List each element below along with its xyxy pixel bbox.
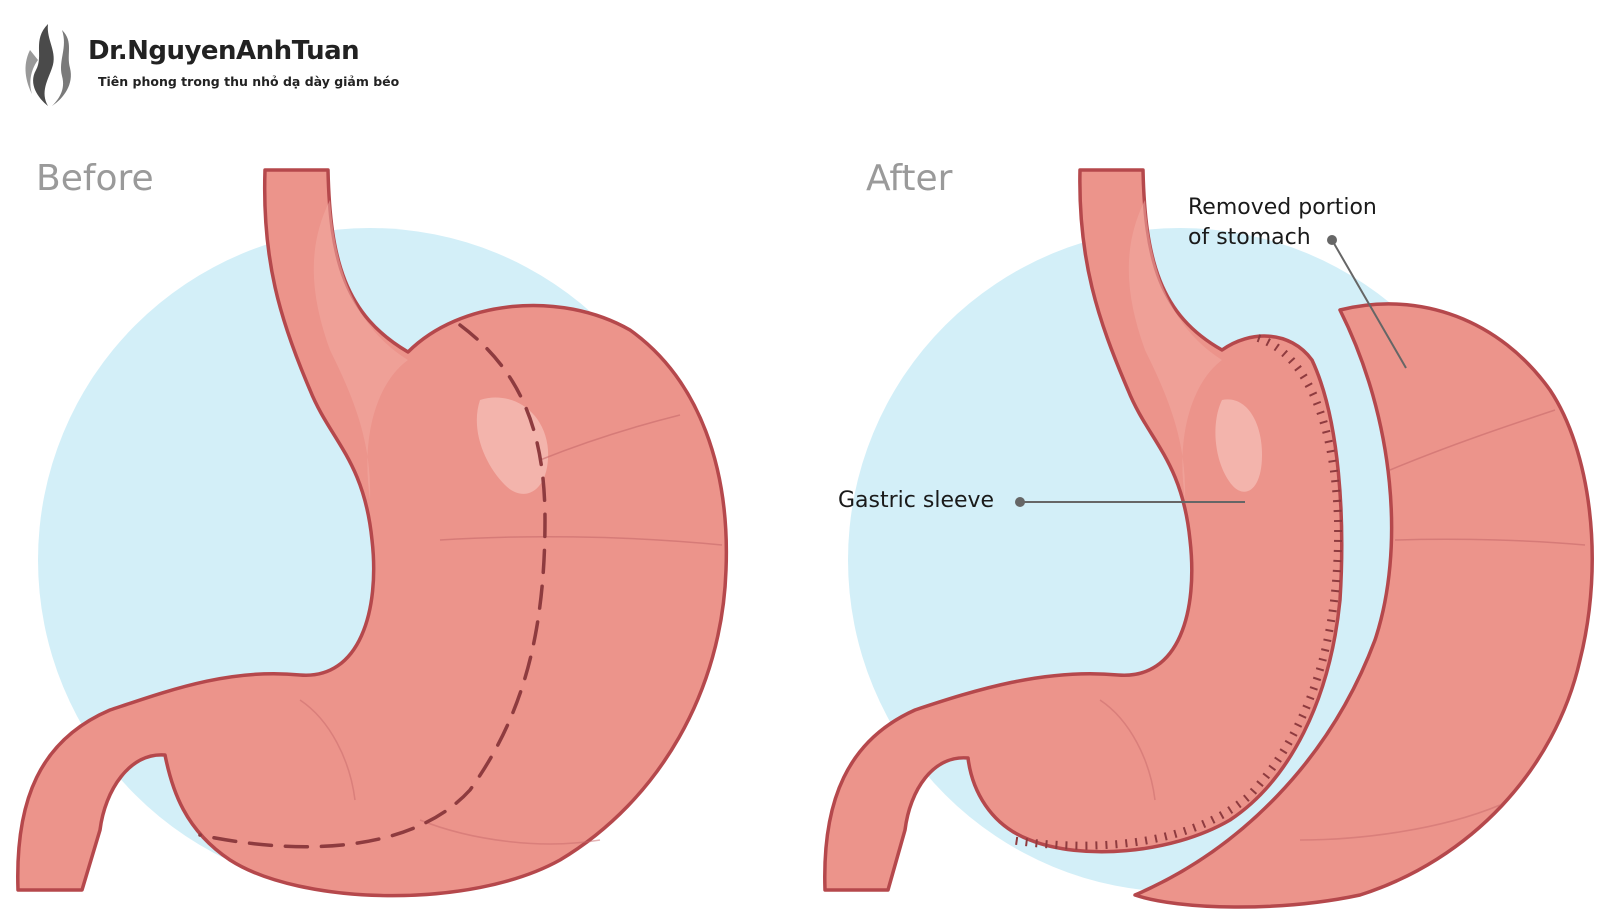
flame-logo-icon xyxy=(25,24,71,106)
before-title: Before xyxy=(36,158,154,199)
gastric-sleeve xyxy=(823,168,1344,892)
after-title: After xyxy=(866,158,953,199)
brand-logo: Dr.NguyenAnhTuan Tiên phong trong thu nh… xyxy=(18,20,399,110)
brand-tagline: Tiên phong trong thu nhỏ dạ dày giảm béo xyxy=(98,74,400,89)
brand-name: Dr.NguyenAnhTuan xyxy=(88,36,360,66)
cut-line xyxy=(198,323,547,849)
removed-portion xyxy=(1133,302,1594,909)
sleeve-callout-line xyxy=(1015,497,1245,507)
staple-line xyxy=(1009,334,1343,850)
before-stomach xyxy=(16,168,729,898)
removed-label-line2: of stomach xyxy=(1188,225,1311,250)
removed-callout-line xyxy=(1327,235,1407,369)
gastric-sleeve-label: Gastric sleeve xyxy=(838,488,995,513)
removed-label-line1: Removed portion xyxy=(1188,195,1377,220)
removed-portion-label: Removed portion of stomach xyxy=(1188,193,1377,253)
